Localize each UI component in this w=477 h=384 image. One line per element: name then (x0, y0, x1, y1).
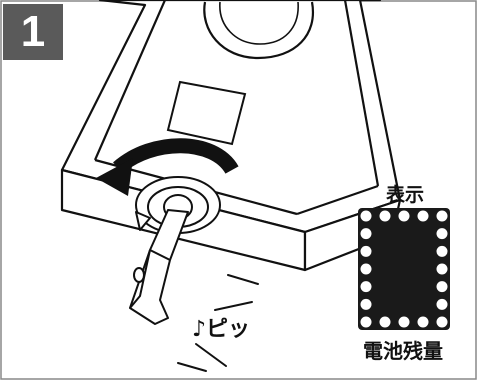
led-dot (436, 245, 448, 257)
led-dot (436, 281, 448, 293)
led-dot (360, 263, 372, 275)
led-dot (360, 281, 372, 293)
led-dot (360, 316, 372, 328)
step-number-badge: 1 (3, 4, 63, 60)
led-dot (360, 228, 372, 240)
sound-text: ♪ピッ (192, 317, 250, 342)
led-dot (398, 210, 410, 222)
led-dots (360, 210, 448, 328)
led-dot (360, 245, 372, 257)
key (129, 209, 189, 325)
led-dot (417, 316, 429, 328)
led-dot (436, 210, 448, 222)
led-dot (436, 298, 448, 310)
lock-top-opening (203, 1, 315, 60)
led-dot (379, 316, 391, 328)
sound-lines (177, 274, 259, 372)
led-dot (436, 263, 448, 275)
led-dot (360, 298, 372, 310)
led-dot (360, 210, 372, 222)
rotation-arrow (96, 138, 239, 196)
led-dot (417, 210, 429, 222)
battery-caption: 電池残量 (363, 339, 443, 363)
led-dot (436, 316, 448, 328)
led-panel (358, 208, 450, 330)
led-dot (436, 228, 448, 240)
display-label: 表示 (386, 183, 424, 206)
led-dot (398, 316, 410, 328)
led-dot (379, 210, 391, 222)
top-square-panel (166, 80, 247, 146)
